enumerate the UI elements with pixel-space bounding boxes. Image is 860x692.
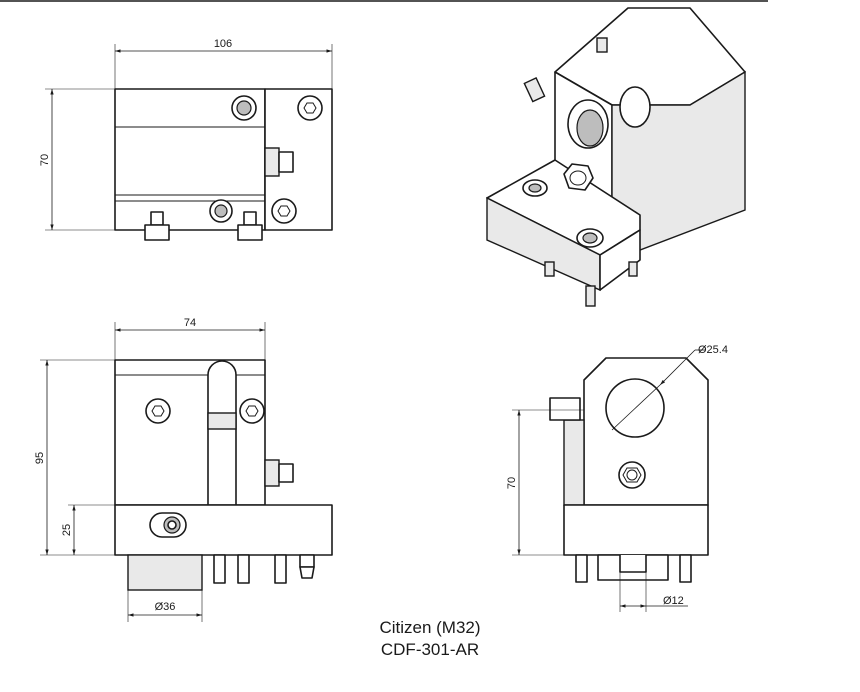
top-view-dimensions: 106 70 bbox=[39, 38, 333, 231]
top-view bbox=[114, 88, 333, 241]
caption-part-number: CDF-301-AR bbox=[380, 640, 480, 659]
dim-front-height: 95 bbox=[34, 452, 46, 464]
isometric-view bbox=[486, 7, 746, 307]
dim-top-height: 70 bbox=[39, 154, 51, 166]
side-view bbox=[549, 357, 709, 583]
side-view-dimensions: Ø25.4 70 Ø12 bbox=[506, 344, 728, 612]
dim-side-pin: Ø12 bbox=[663, 595, 684, 607]
front-view-dimensions: 74 95 25 Ø36 bbox=[34, 317, 266, 622]
front-view bbox=[114, 359, 333, 591]
caption-model: Citizen (M32) bbox=[379, 618, 481, 637]
dim-front-shank: Ø36 bbox=[155, 601, 176, 613]
dim-side-bore: Ø25.4 bbox=[698, 344, 728, 356]
dim-front-base: 25 bbox=[61, 524, 73, 536]
dim-side-height: 70 bbox=[506, 477, 518, 489]
dim-front-width: 74 bbox=[184, 317, 196, 329]
dim-top-width: 106 bbox=[214, 38, 232, 50]
